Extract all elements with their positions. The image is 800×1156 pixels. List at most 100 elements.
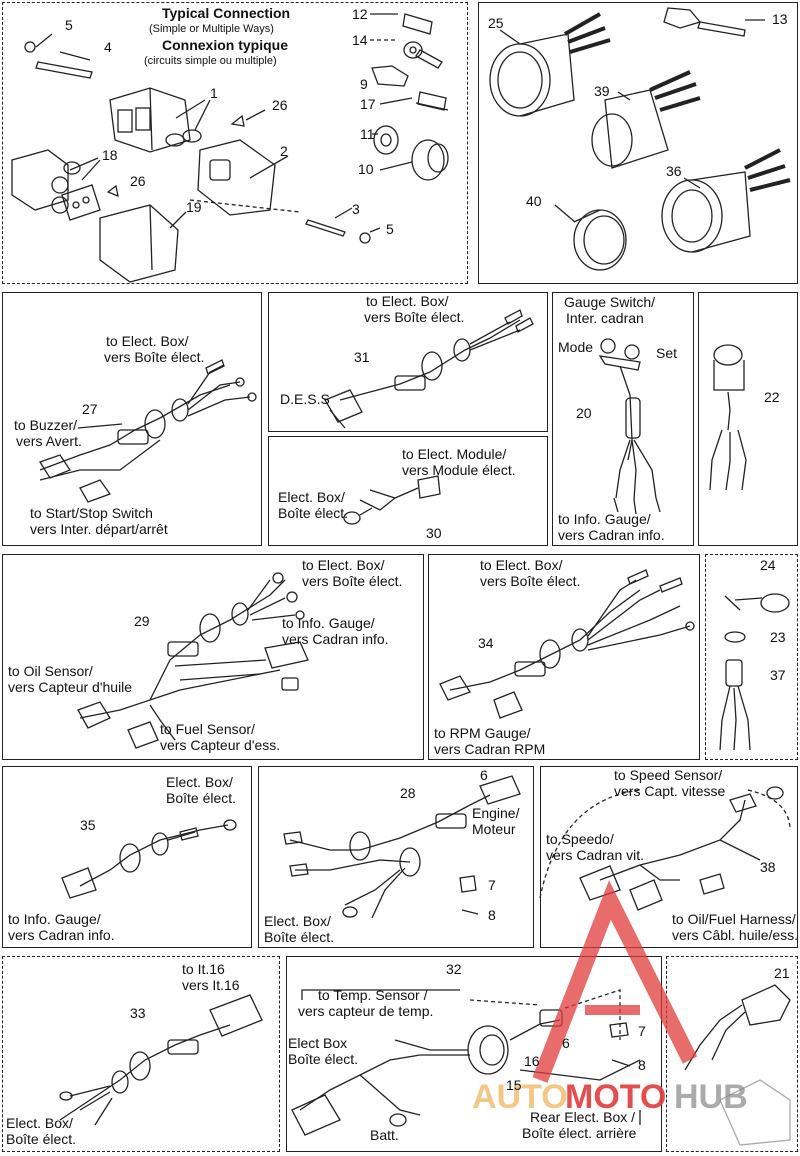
p34-to-box-fr: vers Boîte élect. (480, 573, 580, 589)
part-31: 31 (354, 349, 370, 365)
p32-box: Elect Box (288, 1035, 347, 1051)
panel-sensor-24 (705, 554, 798, 760)
p20-to-fr: vers Cadran info. (558, 527, 665, 543)
part-13: 13 (772, 11, 788, 27)
p31-dess: D.E.S.S (280, 391, 330, 407)
part-25: 25 (488, 15, 504, 31)
part-1: 1 (210, 85, 218, 101)
part-34: 34 (478, 635, 494, 651)
part-6: 6 (480, 767, 488, 783)
p35-box-fr: Boîte élect. (166, 790, 236, 806)
part-19: 19 (186, 199, 202, 215)
part-35: 35 (80, 817, 96, 833)
typical-title: Typical Connection (162, 5, 290, 21)
part-5-top: 5 (65, 17, 73, 33)
harness-35-drawing (61, 819, 237, 899)
part-18: 18 (102, 147, 118, 163)
harness-31-drawing (324, 309, 534, 429)
panel-gauges (478, 2, 798, 284)
p30-to-fr: vers Module élect. (402, 462, 516, 478)
part-6-p32: 6 (562, 1035, 570, 1051)
part-38: 38 (760, 859, 776, 875)
p35-box: Elect. Box/ (166, 774, 233, 790)
harness-32-drawing (291, 989, 641, 1136)
p28-box-fr: Boîte élect. (264, 929, 334, 945)
harness-30-drawing (343, 475, 441, 525)
watermark-logo: AUTO MOTO HUB (472, 880, 748, 1116)
harness-34-drawing (439, 569, 695, 719)
sensor-24-drawing (719, 593, 790, 751)
p27-to-buzzer: to Buzzer/ (14, 417, 77, 433)
watermark-moto: MOTO (565, 1078, 666, 1116)
part-14: 14 (352, 32, 368, 48)
part-29: 29 (134, 613, 150, 629)
part-8-p32: 8 (638, 1057, 646, 1073)
p28-box: Elect. Box/ (264, 913, 331, 929)
panel-harness-38 (540, 766, 798, 948)
part-27: 27 (82, 401, 98, 417)
p33-box: Elect. Box/ (6, 1115, 73, 1131)
p31-to: to Elect. Box/ (366, 293, 449, 309)
part-37: 37 (770, 667, 786, 683)
panel-sensor-21 (666, 956, 798, 1152)
part-22: 22 (764, 389, 780, 405)
p29-to-info-fr: vers Cadran info. (282, 631, 389, 647)
part-30: 30 (426, 525, 442, 541)
gauges-drawing (489, 7, 791, 271)
part-11: 11 (360, 126, 375, 142)
part-7-p32: 7 (638, 1023, 646, 1039)
p35-to-fr: vers Cadran info. (8, 927, 115, 943)
typical-connection-drawing (11, 13, 449, 283)
typical-subtitle-fr: (circuits simple ou multiple) (144, 55, 277, 67)
watermark-auto: AUTO (472, 1078, 568, 1116)
panel-harness-31 (268, 292, 548, 432)
p20-to: to Info. Gauge/ (558, 511, 651, 527)
harness-27-drawing (39, 359, 257, 503)
p29-to-info: to Info. Gauge/ (282, 615, 375, 631)
part-8: 8 (488, 907, 496, 923)
part-12: 12 (352, 6, 368, 22)
p38-to-oil: to Oil/Fuel Harness/ (672, 911, 796, 927)
sensor-21-drawing (684, 984, 791, 1146)
p38-to-speed-fr: vers Capt. vitesse (614, 783, 725, 799)
p29-to-box-fr: vers Boîte élect. (302, 573, 402, 589)
panel-harness-32 (286, 956, 662, 1152)
part-26-top: 26 (272, 97, 288, 113)
panel-harness-30 (268, 436, 548, 546)
p29-to-fuel-fr: vers Capteur d'ess. (160, 737, 280, 753)
p32-rear: Rear Elect. Box / (530, 1109, 635, 1125)
part-28: 28 (400, 785, 416, 801)
p27-to-box-fr: vers Boîte élect. (104, 349, 204, 365)
p32-batt: Batt. (370, 1127, 399, 1143)
p29-to-oil: to Oil Sensor/ (8, 663, 93, 679)
watermark-hub: HUB (674, 1078, 748, 1116)
part-17: 17 (360, 96, 376, 112)
part-10: 10 (358, 161, 374, 177)
part-21: 21 (774, 965, 790, 981)
part-16: 16 (524, 1053, 540, 1069)
harness-28-drawing (283, 775, 521, 919)
p38-to-speed: to Speed Sensor/ (614, 767, 722, 783)
p29-to-box: to Elect. Box/ (302, 557, 385, 573)
typical-title-fr: Connexion typique (162, 37, 288, 53)
gauge-switch-drawing (598, 338, 661, 515)
panel-harness-33 (2, 956, 280, 1152)
harness-29-drawing (77, 572, 309, 749)
p20-mode: Mode (558, 339, 593, 355)
p27-to-buzzer-fr: vers Avert. (16, 433, 82, 449)
part-40: 40 (526, 193, 542, 209)
part-15: 15 (506, 1077, 522, 1093)
part-2: 2 (280, 143, 288, 159)
harness-38-drawing (539, 786, 791, 911)
part-9: 9 (360, 76, 368, 92)
p31-to-fr: vers Boîte élect. (364, 309, 464, 325)
part-39: 39 (594, 83, 610, 99)
p29-to-fuel: to Fuel Sensor/ (160, 721, 255, 737)
p20-title-fr: Inter. cadran (566, 310, 644, 326)
part-32: 32 (446, 961, 462, 977)
p27-to-switch-fr: vers Inter. départ/arrêt (30, 521, 168, 537)
p27-to-switch: to Start/Stop Switch (30, 505, 153, 521)
p20-title: Gauge Switch/ (564, 294, 655, 310)
p32-to-temp: to Temp. Sensor / (318, 987, 428, 1003)
p33-to: to It.16 (182, 961, 225, 977)
